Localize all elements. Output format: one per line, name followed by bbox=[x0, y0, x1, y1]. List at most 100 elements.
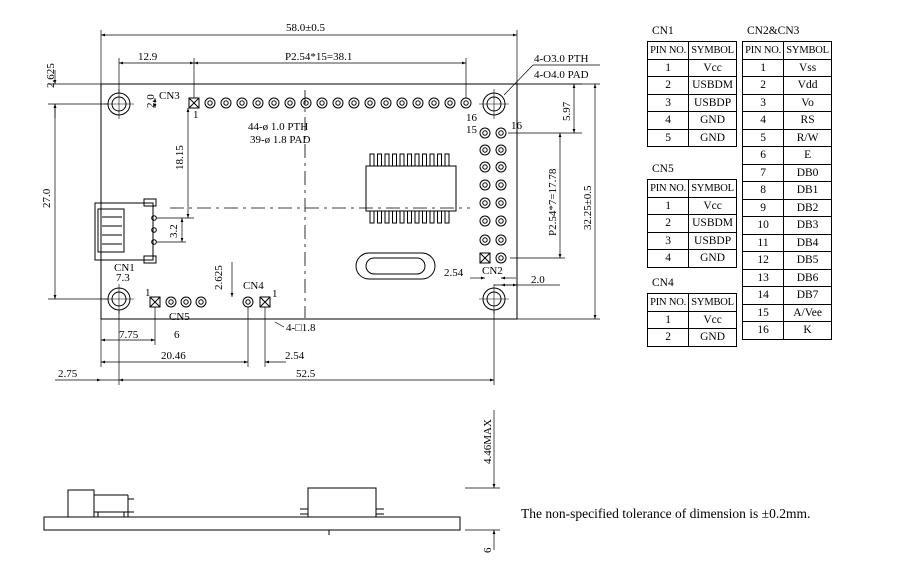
mounting-holes bbox=[104, 89, 509, 314]
dim-cn2-pitch: P2.54*7=17.78 bbox=[547, 168, 559, 236]
dim-hole-to-cn3: 12.9 bbox=[138, 51, 158, 63]
dim-2-75: 2.75 bbox=[58, 368, 78, 380]
label-cn1: CN1 bbox=[114, 262, 135, 274]
dim-bottom-six: 6 bbox=[482, 547, 494, 553]
pin-cell: 6 bbox=[741, 146, 785, 165]
dim-pth-hole: 4-O3.0 PTH bbox=[534, 53, 588, 65]
header-pin-no: PIN NO. bbox=[646, 41, 690, 60]
pin-cell: 1 bbox=[646, 196, 690, 215]
pin-cell: 5 bbox=[741, 128, 785, 147]
symbol-cell: R/W bbox=[783, 128, 832, 147]
label-cn5: CN5 bbox=[169, 311, 190, 323]
symbol-cell: DB2 bbox=[783, 198, 832, 217]
symbol-cell: USBDM bbox=[688, 76, 737, 95]
symbol-cell: DB4 bbox=[783, 233, 832, 252]
dim-height: 27.0 bbox=[41, 188, 53, 208]
symbol-cell: USBDP bbox=[688, 93, 737, 112]
pin-cell: 15 bbox=[741, 303, 785, 322]
label-cn5-pin1: 1 bbox=[145, 287, 151, 299]
symbol-cell: Vcc bbox=[688, 310, 737, 329]
pin-cell: 2 bbox=[646, 328, 690, 347]
pin-cell: 4 bbox=[646, 249, 690, 268]
label-cn2-pin15: 15 bbox=[466, 124, 478, 136]
symbol-cell: DB5 bbox=[783, 251, 832, 270]
dim-cn3-gap: 2.0 bbox=[145, 94, 157, 108]
dim-cn4-vertical: 2.625 bbox=[213, 265, 225, 290]
dim-cn1-offset: 7.3 bbox=[116, 272, 130, 284]
pin-cell: 3 bbox=[646, 93, 690, 112]
pin-cell: 16 bbox=[741, 321, 785, 340]
dim-board-height: 32.25±0.5 bbox=[582, 185, 594, 230]
symbol-cell: USBDP bbox=[688, 231, 737, 250]
symbol-cell: RS bbox=[783, 111, 832, 130]
cn5-table-title: CN5 bbox=[652, 163, 674, 175]
cn2-pins bbox=[479, 127, 507, 264]
dim-cn2-spacing: 2.54 bbox=[444, 267, 464, 279]
dim-cn3-pad: 39-ø 1.8 PAD bbox=[250, 134, 310, 146]
pin-cell: 13 bbox=[741, 268, 785, 287]
pin-cell: 1 bbox=[646, 310, 690, 329]
pin-cell: 7 bbox=[741, 163, 785, 182]
symbol-cell: DB1 bbox=[783, 181, 832, 200]
pin-cell: 4 bbox=[741, 111, 785, 130]
header-pin-no: PIN NO. bbox=[646, 179, 690, 198]
dim-top-offset: 2.625 bbox=[45, 63, 57, 88]
header-symbol: SYMBOL bbox=[688, 179, 737, 198]
dim-left-vertical: 18.15 bbox=[174, 145, 186, 170]
drawing-labels: 58.0±0.5 2.625 12.9 P2.54*15=38.1 4-O3.0… bbox=[41, 22, 594, 553]
symbol-cell: K bbox=[783, 321, 832, 340]
pin-cell: 2 bbox=[646, 214, 690, 233]
board-outline bbox=[100, 83, 518, 320]
label-cn4: CN4 bbox=[243, 280, 264, 292]
dim-right-top: 5.97 bbox=[561, 101, 573, 121]
pin-cell: 14 bbox=[741, 286, 785, 305]
dim-cn2-right: 2.0 bbox=[531, 274, 545, 286]
symbol-cell: DB7 bbox=[783, 286, 832, 305]
symbol-cell: A/Vee bbox=[783, 303, 832, 322]
pin-cell: 2 bbox=[741, 76, 785, 95]
side-view bbox=[43, 487, 461, 535]
pin-cell: 10 bbox=[741, 216, 785, 235]
pin-cell: 3 bbox=[646, 231, 690, 250]
symbol-cell: DB6 bbox=[783, 268, 832, 287]
symbol-cell: Vss bbox=[783, 58, 832, 77]
cn5-pins bbox=[149, 296, 207, 308]
pin-cell: 12 bbox=[741, 251, 785, 270]
cn23-table-title: CN2&CN3 bbox=[747, 25, 800, 37]
cn4-table-title: CN4 bbox=[652, 277, 674, 289]
pin-cell: 4 bbox=[646, 111, 690, 130]
dim-7-75: 7.75 bbox=[119, 329, 139, 341]
cn3-pins bbox=[188, 97, 472, 109]
symbol-cell: Vcc bbox=[688, 196, 737, 215]
symbol-cell: Vcc bbox=[688, 58, 737, 77]
symbol-cell: DB0 bbox=[783, 163, 832, 182]
symbol-cell: USBDM bbox=[688, 214, 737, 233]
dim-pad-hole: 4-O4.0 PAD bbox=[534, 69, 589, 81]
pin-cell: 9 bbox=[741, 198, 785, 217]
dim-20-46: 20.46 bbox=[161, 350, 186, 362]
